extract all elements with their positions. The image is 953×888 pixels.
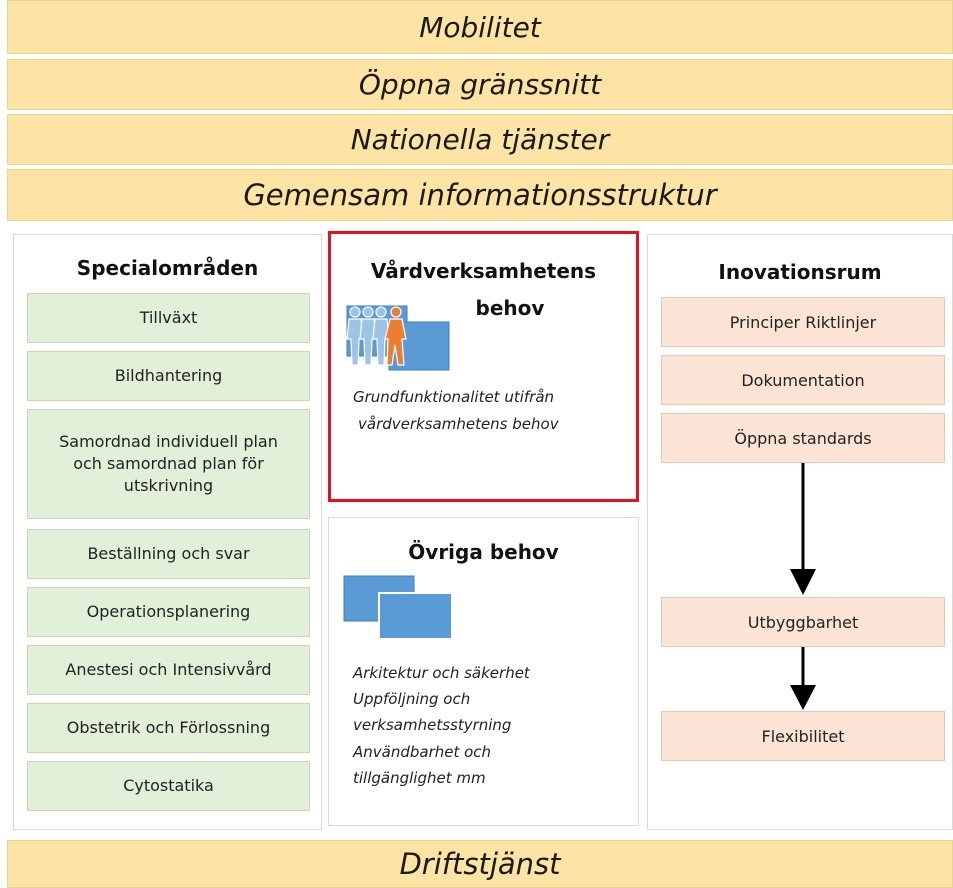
band-mobilitet-label: Mobilitet: [419, 10, 541, 44]
innovation-item-label: Dokumentation: [741, 370, 865, 390]
innovation-item-label: Öppna standards: [734, 428, 872, 448]
innovation-item-principer: Principer Riktlinjer: [661, 297, 945, 347]
band-mobilitet: Mobilitet: [7, 0, 953, 54]
arrow-down-icon: [790, 647, 816, 710]
special-item-bestallning: Beställning och svar: [27, 529, 310, 579]
band-gemensam-label: Gemensam informationsstruktur: [243, 178, 717, 212]
special-item-label: Anestesi och Intensivvård: [65, 660, 272, 679]
innovation-item-label: Flexibilitet: [761, 726, 845, 746]
special-item-label: Obstetrik och Förlossning: [66, 718, 271, 737]
special-item-obstetrik: Obstetrik och Förlossning: [27, 703, 310, 753]
vard-title-line2: behov: [475, 296, 545, 320]
vard-title-line1: Vårdverksamhetens: [370, 259, 597, 283]
inovationsrum-title: Inovationsrum: [718, 260, 882, 284]
special-item-operationsplanering: Operationsplanering: [27, 587, 310, 637]
special-item-label: Samordnad individuell plan och samordnad…: [59, 432, 278, 495]
innovation-item-oppna-standards: Öppna standards: [661, 413, 945, 463]
band-oppna-label: Öppna gränssnitt: [358, 68, 602, 101]
ovriga-line-5: tillgänglighet mm: [353, 769, 486, 787]
innovation-item-label: Principer Riktlinjer: [729, 312, 877, 332]
band-driftstjanst: Driftstjänst: [7, 840, 953, 888]
band-gemensam-informationsstruktur: Gemensam informationsstruktur: [7, 169, 953, 221]
special-item-bildhantering: Bildhantering: [27, 351, 310, 401]
stacked-rectangles-icon: [343, 575, 453, 640]
ovriga-line-3: verksamhetsstyrning: [353, 716, 512, 734]
special-item-label: Bildhantering: [114, 366, 223, 385]
vard-desc-line1: Grundfunktionalitet utifrån: [353, 388, 555, 406]
special-item-label: Operationsplanering: [86, 602, 251, 621]
innovation-item-label: Utbyggbarhet: [747, 612, 859, 632]
special-item-tillvaxt: Tillväxt: [27, 293, 310, 343]
vard-desc-line2: vårdverksamhetens behov: [358, 415, 559, 433]
ovriga-line-2: Uppföljning och: [353, 690, 471, 708]
special-item-cytostatika: Cytostatika: [27, 761, 310, 811]
arrow-down-icon: [790, 463, 816, 595]
band-oppna-granssnitt: Öppna gränssnitt: [7, 59, 953, 110]
panel-vardverksamhetens-behov: [328, 231, 639, 502]
people-group-icon: [346, 305, 450, 371]
special-item-label: Tillväxt: [139, 308, 198, 327]
innovation-item-dokumentation: Dokumentation: [661, 355, 945, 405]
ovriga-line-4: Användbarhet och: [353, 743, 492, 761]
panel-ovriga-behov: [328, 517, 639, 826]
specialomraden-title: Specialområden: [76, 256, 259, 280]
band-nationella-tjanster: Nationella tjänster: [7, 114, 953, 165]
band-nationella-label: Nationella tjänster: [350, 123, 610, 156]
innovation-item-flexibilitet: Flexibilitet: [661, 711, 945, 761]
ovriga-line-1: Arkitektur och säkerhet: [353, 664, 530, 682]
band-drift-label: Driftstjänst: [399, 847, 561, 881]
innovation-item-utbyggbarhet: Utbyggbarhet: [661, 597, 945, 647]
special-item-label: Cytostatika: [123, 776, 214, 795]
ovriga-title: Övriga behov: [408, 540, 559, 564]
special-item-label: Beställning och svar: [87, 544, 250, 563]
special-item-samordnad-plan: Samordnad individuell plan och samordnad…: [27, 409, 310, 519]
special-item-anestesi: Anestesi och Intensivvård: [27, 645, 310, 695]
